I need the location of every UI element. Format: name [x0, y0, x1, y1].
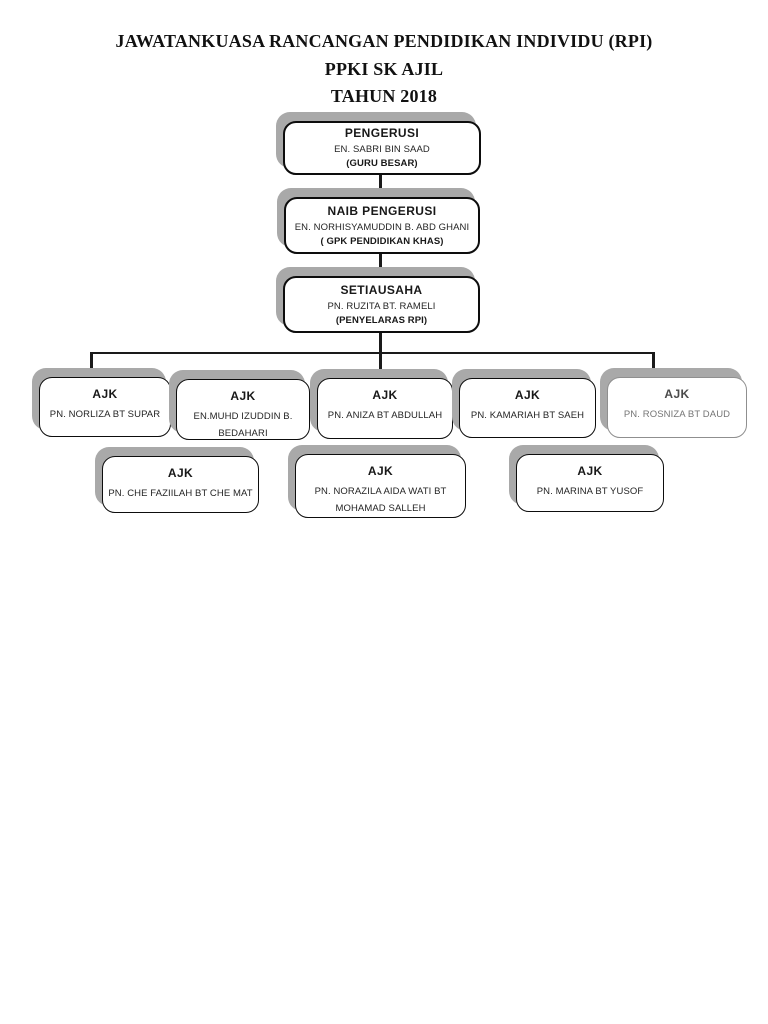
- page-title: JAWATANKUASA RANCANGAN PENDIDIKAN INDIVI…: [0, 28, 768, 111]
- role-label: NAIB PENGERUSI: [327, 203, 437, 218]
- connector-setiausaha-stem: [379, 331, 382, 354]
- person-name: PN. NORAZILA AIDA WATI BT MOHAMAD SALLEH: [314, 486, 447, 514]
- connector-naib-setiausaha: [379, 252, 382, 278]
- position-subtitle: (GURU BESAR): [346, 158, 418, 169]
- org-node-ajk-marina: AJK PN. MARINA BT YUSOF: [516, 454, 664, 512]
- connector-drop-middle: [379, 352, 382, 380]
- org-node-ajk-kamariah: AJK PN. KAMARIAH BT SAEH: [459, 378, 596, 438]
- connector-drop-right: [652, 352, 655, 380]
- person-name: PN. RUZITA BT. RAMELI: [327, 300, 436, 312]
- person-name: PN. ANIZA BT ABDULLAH: [327, 410, 443, 421]
- position-subtitle: ( GPK PENDIDIKAN KHAS): [320, 235, 444, 247]
- person-name: PN. KAMARIAH BT SAEH: [470, 410, 585, 421]
- connector-pengerusi-naib: [379, 174, 382, 199]
- role-label: AJK: [92, 387, 118, 401]
- org-node-naib-pengerusi: NAIB PENGERUSI EN. NORHISYAMUDDIN B. ABD…: [284, 197, 480, 254]
- role-label: SETIAUSAHA: [340, 282, 423, 297]
- person-name: EN. SABRI BIN SAAD: [334, 144, 430, 155]
- person-name: PN. ROSNIZA BT DAUD: [623, 409, 731, 420]
- role-label: AJK: [372, 388, 398, 402]
- org-node-ajk-rosniza: AJK PN. ROSNIZA BT DAUD: [607, 377, 747, 438]
- org-node-setiausaha: SETIAUSAHA PN. RUZITA BT. RAMELI (PENYEL…: [283, 276, 480, 333]
- org-node-ajk-norazila: AJK PN. NORAZILA AIDA WATI BT MOHAMAD SA…: [295, 454, 466, 518]
- person-name: PN. MARINA BT YUSOF: [536, 486, 644, 497]
- role-label: AJK: [367, 464, 394, 478]
- connector-horizontal-bar: [91, 352, 655, 354]
- org-node-ajk-norliza: AJK PN. NORLIZA BT SUPAR: [39, 377, 171, 437]
- position-subtitle: (PENYELARAS RPI): [335, 314, 428, 326]
- page-title-line-1: JAWATANKUASA RANCANGAN PENDIDIKAN INDIVI…: [115, 31, 653, 51]
- person-name: EN.MUHD IZUDDIN B. BEDAHARI: [193, 411, 293, 439]
- org-node-ajk-muhd-izuddin: AJK EN.MUHD IZUDDIN B. BEDAHARI: [176, 379, 310, 440]
- role-label: PENGERUSI: [344, 126, 420, 140]
- person-name: PN. NORLIZA BT SUPAR: [49, 409, 161, 420]
- page-title-line-3: TAHUN 2018: [330, 86, 438, 106]
- person-name: PN. CHE FAZIILAH BT CHE MAT: [108, 488, 253, 499]
- role-label: AJK: [514, 388, 541, 402]
- person-name: EN. NORHISYAMUDDIN B. ABD GHANI: [294, 221, 470, 233]
- page-title-line-2: PPKI SK AJIL: [324, 58, 444, 79]
- role-label: AJK: [167, 466, 194, 480]
- connector-drop-left: [90, 352, 93, 378]
- org-node-ajk-che-faziilah: AJK PN. CHE FAZIILAH BT CHE MAT: [102, 456, 259, 513]
- org-node-pengerusi: PENGERUSI EN. SABRI BIN SAAD (GURU BESAR…: [283, 121, 481, 175]
- role-label: AJK: [664, 387, 690, 401]
- role-label: AJK: [230, 389, 256, 403]
- org-node-ajk-aniza: AJK PN. ANIZA BT ABDULLAH: [317, 378, 453, 439]
- role-label: AJK: [577, 464, 603, 478]
